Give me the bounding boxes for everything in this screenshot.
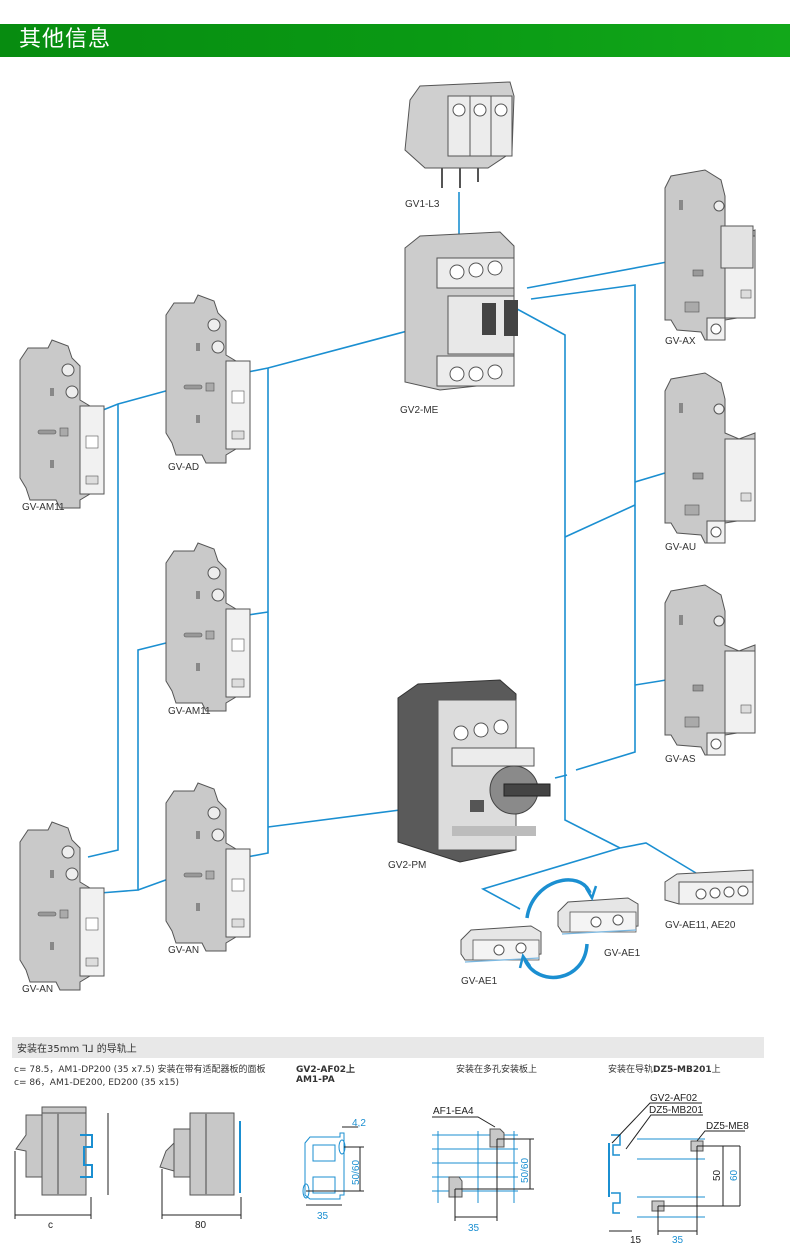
part-gv2-me: GV2-ME bbox=[400, 231, 518, 416]
part-label: GV-AX bbox=[665, 336, 696, 347]
mounting-col5-title: 安装在导轨DZ5-MB201上 bbox=[608, 1062, 721, 1075]
mounting-band: 安装在35mm ⅂⅃ 的导轨上 bbox=[12, 1037, 764, 1058]
accessory-diagram: GV1-L3 GV2-ME GV-AX GV-AD GV-AM11 GV-AU bbox=[19, 81, 756, 995]
col5-prefix: 安装在导轨 bbox=[608, 1065, 654, 1075]
drawing-adapter-plate: 4,2 50/60 35 bbox=[302, 1118, 366, 1222]
mounting-col4-title: 安装在多孔安装板上 bbox=[456, 1065, 538, 1075]
dim-label: 60 bbox=[729, 1169, 740, 1181]
connector-lines bbox=[87, 192, 697, 910]
part-label: GV1-L3 bbox=[405, 199, 440, 210]
part-gv-ad: GV-AD bbox=[165, 294, 251, 473]
dim-label: 35 bbox=[468, 1223, 480, 1234]
col5-suffix: 上 bbox=[711, 1065, 721, 1075]
part-gv-ae1-right: GV-AE1 bbox=[557, 897, 641, 959]
part-gv2-pm: GV2-PM bbox=[388, 679, 551, 871]
dim-label: 50/60 bbox=[351, 1160, 362, 1185]
part-gv-am11-left: GV-AM11 bbox=[19, 339, 105, 513]
dim-label: 15 bbox=[630, 1235, 642, 1245]
col5-bold: DZ5-MB201 bbox=[653, 1065, 712, 1075]
part-label: GV-AN bbox=[168, 945, 199, 956]
section-header: 其他信息 bbox=[0, 24, 790, 57]
part-label: GV-AM11 bbox=[168, 706, 211, 717]
mounting-col3-line2: AM1-PA bbox=[296, 1075, 335, 1085]
drawing-perforated-plate: AF1-EA4 50/60 35 bbox=[432, 1106, 534, 1234]
part-label: GV-AU bbox=[665, 542, 696, 553]
dim-label: 80 bbox=[195, 1220, 207, 1231]
part-label: GV-AE1 bbox=[461, 976, 498, 987]
part-gv-au: GV-AU bbox=[664, 372, 756, 553]
dim-label: AF1-EA4 bbox=[433, 1106, 474, 1117]
part-label: GV-AN bbox=[22, 984, 53, 995]
part-gv-am11-mid: GV-AM11 bbox=[165, 542, 251, 717]
part-gv-an-mid: GV-AN bbox=[165, 782, 251, 956]
part-label: GV-AS bbox=[665, 754, 696, 765]
part-gv1-l3: GV1-L3 bbox=[404, 81, 515, 210]
dim-label: 50/60 bbox=[520, 1158, 531, 1183]
part-label: GV-AE11, AE20 bbox=[665, 920, 736, 931]
dim-label: 4,2 bbox=[352, 1118, 366, 1129]
part-label: GV-AD bbox=[168, 462, 199, 473]
dim-label: DZ5-MB201 bbox=[649, 1105, 703, 1116]
mounting-line-1: c= 78.5，AM1-DP200 (35 x7.5) 安装在带有适配器板的面板 bbox=[14, 1065, 266, 1075]
part-label: GV-AE1 bbox=[604, 948, 641, 959]
dim-label: 35 bbox=[672, 1235, 684, 1245]
part-gv-ae11: GV-AE11, AE20 bbox=[664, 869, 754, 931]
mounting-band-title: 安装在35mm ⅂⅃ 的导轨上 bbox=[17, 1044, 137, 1055]
part-gv-ae1-left: GV-AE1 bbox=[460, 925, 542, 987]
part-gv-as: GV-AS bbox=[664, 584, 756, 765]
dim-label: DZ5-ME8 bbox=[706, 1121, 749, 1132]
dim-label: c bbox=[48, 1220, 53, 1231]
dimension-drawings: c 80 4,2 50/60 35 bbox=[14, 1093, 749, 1245]
mounting-col3-line1: GV2-AF02上 bbox=[296, 1065, 355, 1075]
part-gv-ax: GV-AX bbox=[664, 169, 756, 347]
section-title: 其他信息 bbox=[19, 27, 112, 52]
drawing-din-rail-80: 80 bbox=[159, 1112, 242, 1231]
dim-label: 35 bbox=[317, 1211, 329, 1222]
part-label: GV2-ME bbox=[400, 405, 439, 416]
dim-label: GV2-AF02 bbox=[650, 1093, 698, 1104]
drawing-din-rail-c: c bbox=[14, 1106, 109, 1231]
part-label: GV-AM11 bbox=[22, 502, 65, 513]
part-label: GV2-PM bbox=[388, 860, 426, 871]
drawing-rail-dz5: GV2-AF02 DZ5-MB201 DZ5-ME8 50 60 15 35 bbox=[608, 1093, 749, 1245]
part-gv-an-left: GV-AN bbox=[19, 821, 105, 995]
mounting-line-2: c= 86，AM1-DE200, ED200 (35 x15) bbox=[14, 1078, 179, 1088]
swap-arrows-icon bbox=[518, 878, 598, 980]
dim-label: 50 bbox=[712, 1169, 723, 1181]
